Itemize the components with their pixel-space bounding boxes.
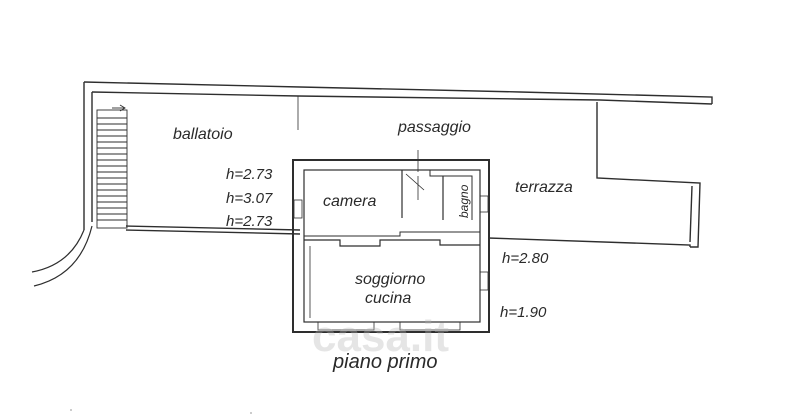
middle-partition	[304, 239, 480, 247]
room-label-terrazza: terrazza	[515, 179, 573, 196]
stair-arrow-head	[119, 104, 126, 112]
top-outline	[83, 81, 713, 104]
room-label-cucina: cucina	[365, 290, 412, 307]
apartment-walls	[292, 159, 490, 333]
height-label-4: h=2.80	[502, 250, 549, 267]
middle-partition-2	[304, 231, 480, 237]
scan-marks	[70, 409, 252, 414]
stair-outline	[96, 109, 128, 229]
curved-wall-inner	[33, 225, 93, 287]
height-label-3: h=2.73	[226, 213, 273, 230]
ballatoio-bottom-inner	[125, 225, 301, 231]
room-label-ballatoio: ballatoio	[173, 126, 233, 143]
window-right-bagno	[479, 195, 489, 213]
room-label-passaggio: passaggio	[398, 119, 471, 136]
window-left	[293, 199, 303, 219]
bagno-top-wall	[429, 170, 473, 220]
plan-title: piano primo	[333, 351, 438, 373]
window-right-soggiorno	[479, 271, 489, 291]
unit-outer-wall	[292, 159, 490, 333]
terrace-bottom	[487, 237, 691, 247]
top-inner-outline	[91, 91, 713, 105]
room-label-bagno: bagno	[457, 184, 471, 218]
window-bottom-1	[317, 321, 375, 331]
height-label-2: h=3.07	[226, 190, 273, 207]
height-label-1: h=2.73	[226, 166, 273, 183]
room-label-soggiorno: soggiorno	[355, 271, 426, 288]
stair	[96, 104, 128, 229]
room-label-camera: camera	[323, 193, 377, 210]
terrace-right	[596, 102, 701, 248]
ballatoio-bottom	[125, 229, 301, 235]
curved-wall	[31, 229, 85, 273]
watermark: casa.it	[312, 312, 449, 361]
window-bottom-2	[399, 321, 461, 331]
door-swing	[405, 173, 425, 191]
outer-walls	[83, 81, 713, 248]
unit-inner-wall	[303, 169, 481, 323]
terrace-right-inner	[689, 185, 693, 243]
height-label-5: h=1.90	[500, 304, 547, 321]
exterior-curve	[31, 225, 93, 287]
